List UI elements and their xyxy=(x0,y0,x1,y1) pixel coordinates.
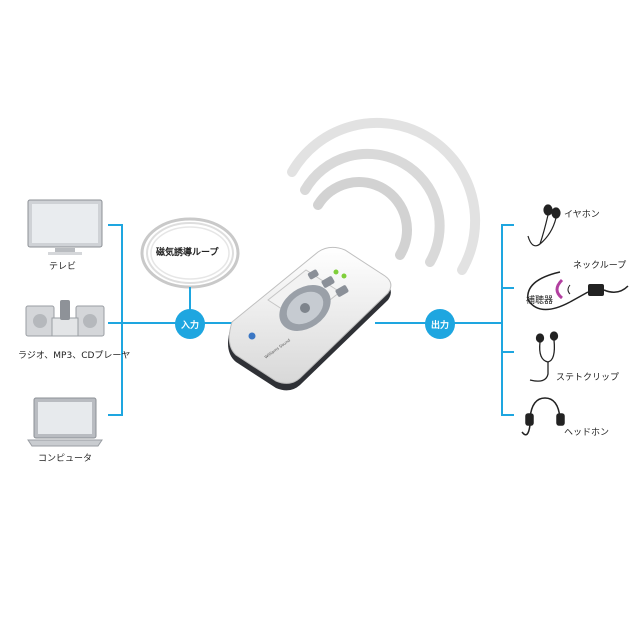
label-induction-loop: 磁気誘導ループ xyxy=(156,248,219,258)
label-tv: テレビ xyxy=(49,262,77,272)
induction-loop-icon xyxy=(140,217,240,310)
signal-waves xyxy=(287,117,481,275)
amplifier-device xyxy=(228,246,392,391)
label-audio-players: ラジオ、MP3、CDプレーヤ xyxy=(18,351,131,361)
tv-icon xyxy=(27,199,103,255)
earphone-icon xyxy=(527,204,561,247)
label-stethoclip: ステトクリップ xyxy=(556,373,620,383)
neckloop-icon xyxy=(527,271,629,311)
laptop-icon xyxy=(27,397,103,447)
input-bubble: 入力 xyxy=(175,309,205,339)
label-neckloop: ネックループ xyxy=(573,261,627,271)
stethoclip-icon xyxy=(529,331,559,382)
label-earphone: イヤホン xyxy=(564,210,600,220)
headphone-icon xyxy=(521,397,565,436)
audio-player-icon xyxy=(25,300,105,337)
label-headphone: ヘッドホン xyxy=(564,428,610,438)
label-hearing-aid: 補聴器 xyxy=(526,296,554,306)
label-computer: コンピュータ xyxy=(38,454,93,464)
output-bubble: 出力 xyxy=(425,309,455,339)
